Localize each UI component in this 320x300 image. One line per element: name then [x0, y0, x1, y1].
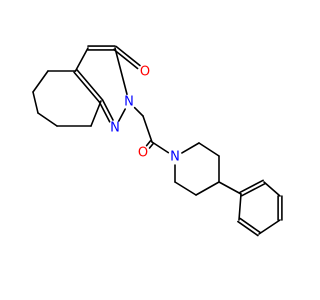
single-bond-c14-c17: [218, 181, 242, 195]
double-bond-c21-c22-a: [239, 217, 261, 234]
single-bond-c12-c13: [198, 142, 220, 157]
single-bond-c22-c17: [238, 193, 242, 221]
single-bond-c18-c19: [263, 181, 281, 197]
single-bond-c14-c15: [195, 181, 220, 196]
atom-label-background: [122, 95, 136, 109]
double-bond-n1-c7-a: [101, 99, 114, 121]
atom-label-n: N: [124, 95, 134, 110]
atom-o-o1: O: [138, 65, 152, 80]
single-bond-n2-c10: [133, 106, 144, 117]
single-bond-n3-c12: [181, 142, 200, 154]
single-bond-c15-c16: [174, 181, 197, 196]
single-bond-c9-n2: [114, 47, 128, 96]
atom-n-n2: N: [122, 95, 136, 110]
atom-n-n3: N: [168, 150, 182, 165]
single-bond-c11-n3: [151, 141, 170, 154]
double-bond-c7-c1-b: [73, 71, 101, 104]
atom-label-o: O: [140, 65, 150, 80]
single-bond-c6-c7: [90, 100, 102, 127]
double-bond-c17-c18-a: [241, 182, 266, 197]
single-bond-c4-c5: [37, 112, 58, 127]
atom-label-background: [108, 121, 122, 135]
bonds-layer: [32, 45, 283, 237]
atom-label-o: O: [138, 146, 148, 161]
single-bond-c1-c8: [74, 47, 89, 72]
atom-o-o2: O: [136, 146, 150, 161]
single-bond-c20-c21: [258, 219, 281, 235]
single-bond-c2-c3: [32, 70, 49, 93]
double-bond-n1-c7-b: [98, 101, 111, 123]
double-bond-c21-c22-b: [237, 220, 259, 237]
double-bond-c11-o2-a: [145, 140, 152, 147]
atom-label-background: [168, 150, 182, 164]
atom-label-background: [138, 65, 152, 79]
atom-label-n: N: [110, 121, 120, 136]
double-bond-c9-o1-b: [115, 45, 141, 67]
single-bond-c3-c4: [32, 91, 39, 114]
atom-label-n: N: [170, 150, 180, 165]
single-bond-c10-c11: [142, 115, 153, 143]
atom-label-background: [136, 146, 150, 160]
single-bond-n2-n1: [117, 108, 127, 122]
atom-n-n1: N: [108, 121, 122, 136]
double-bond-c7-c1-a: [76, 68, 104, 101]
double-bond-c9-o1-a: [113, 48, 139, 70]
double-bond-c17-c18-b: [239, 179, 264, 194]
double-bond-c11-o2-b: [148, 142, 155, 149]
